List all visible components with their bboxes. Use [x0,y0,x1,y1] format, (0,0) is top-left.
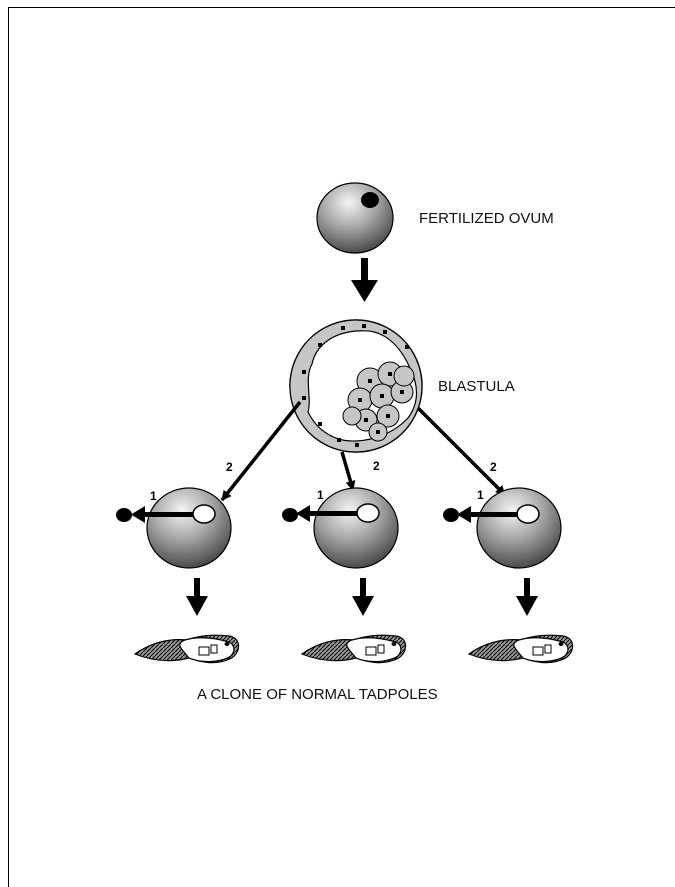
removed-nucleus-icon [116,508,132,522]
donor-nucleus-icon [357,504,379,522]
fertilized-ovum [317,183,393,253]
step-1-label: 1 [477,488,484,502]
donor-nucleus-icon [193,505,215,523]
enucleated-egg [116,488,231,568]
nucleus-icon [361,192,379,208]
fertilized-ovum-label: FERTILIZED OVUM [419,210,554,227]
removed-nucleus-icon [282,508,298,522]
donor-nucleus-icon [517,505,539,523]
step-1-label: 1 [317,488,324,502]
blastula-label: BLASTULA [438,378,515,395]
tadpole-icon [469,635,573,662]
left-arrow-icon [457,506,471,523]
step-2-label: 2 [226,460,233,474]
enucleated-egg [443,488,561,568]
down-arrow-icon [186,578,208,616]
step-2-label: 2 [490,460,497,474]
down-arrow-icon [352,578,374,616]
clone-caption: A CLONE OF NORMAL TADPOLES [197,686,438,703]
enucleated-egg [282,488,398,568]
blastula [290,320,422,452]
tadpole-icon [302,635,406,662]
step-1-label: 1 [150,489,157,503]
tadpole-icon [135,635,239,662]
step-2-label: 2 [373,459,380,473]
down-arrow-icon [351,258,378,302]
removed-nucleus-icon [443,508,459,522]
left-arrow-icon [296,505,310,522]
left-arrow-icon [131,506,145,523]
down-arrow-icon [516,578,538,616]
